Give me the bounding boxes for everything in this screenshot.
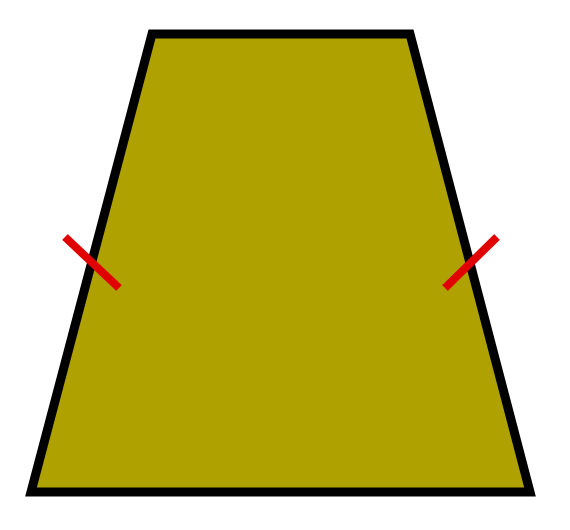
left-leg-tick-mark — [62, 234, 122, 291]
trapezoid-shape — [25, 29, 536, 497]
right-leg-tick-mark — [442, 234, 500, 291]
